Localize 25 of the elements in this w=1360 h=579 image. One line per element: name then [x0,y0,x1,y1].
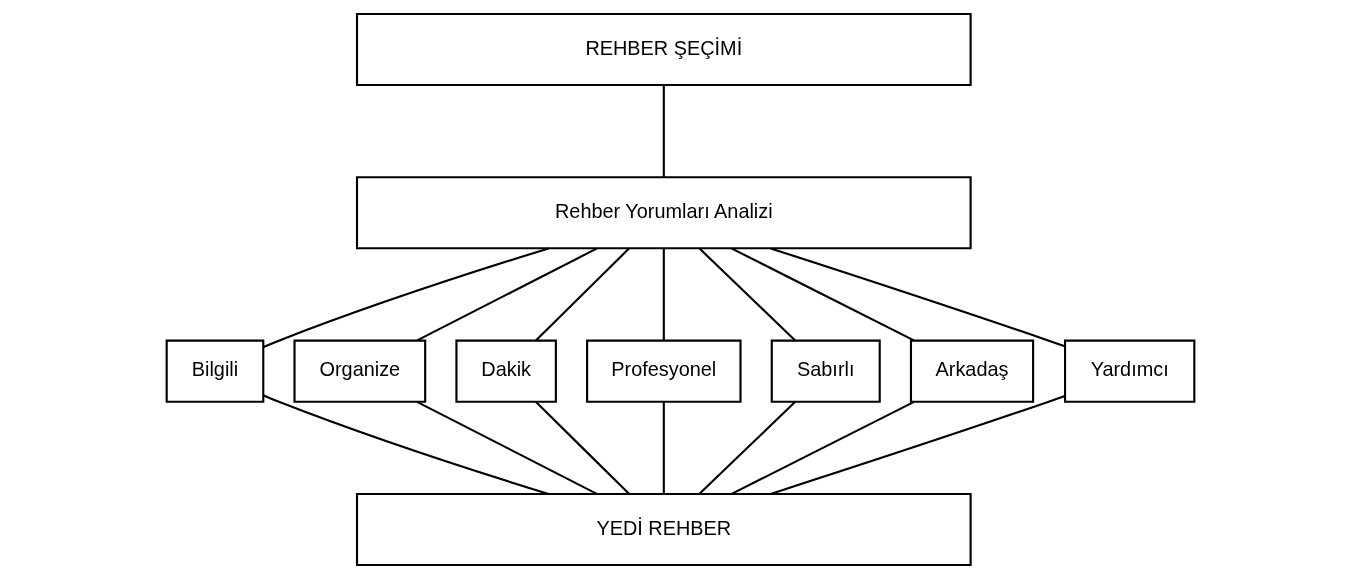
node-box: REHBER ŞEÇİMİ [355,12,972,87]
node-box: Profesyonel [585,339,742,403]
connector [262,247,549,348]
node-box: Dakik [454,339,557,403]
connector [698,401,796,495]
connector [730,247,914,342]
connector [769,395,1065,495]
connector [662,401,665,494]
node-box: YEDİ REHBER [355,492,972,567]
node-box: Yardımcı [1063,339,1195,403]
node-box: Bilgili [165,339,264,403]
connector [416,247,598,342]
connector [534,247,630,342]
connector [769,247,1065,348]
node-box: Organize [292,339,426,403]
connector [662,85,665,177]
connector [262,394,549,495]
connector [662,248,665,341]
connector [698,247,796,342]
node-box: Arkadaş [909,339,1034,403]
connector [416,400,597,495]
node-box: Rehber Yorumları Analizi [355,176,972,250]
connector [730,400,915,495]
connector [534,401,630,495]
node-box: Sabırlı [770,339,881,403]
